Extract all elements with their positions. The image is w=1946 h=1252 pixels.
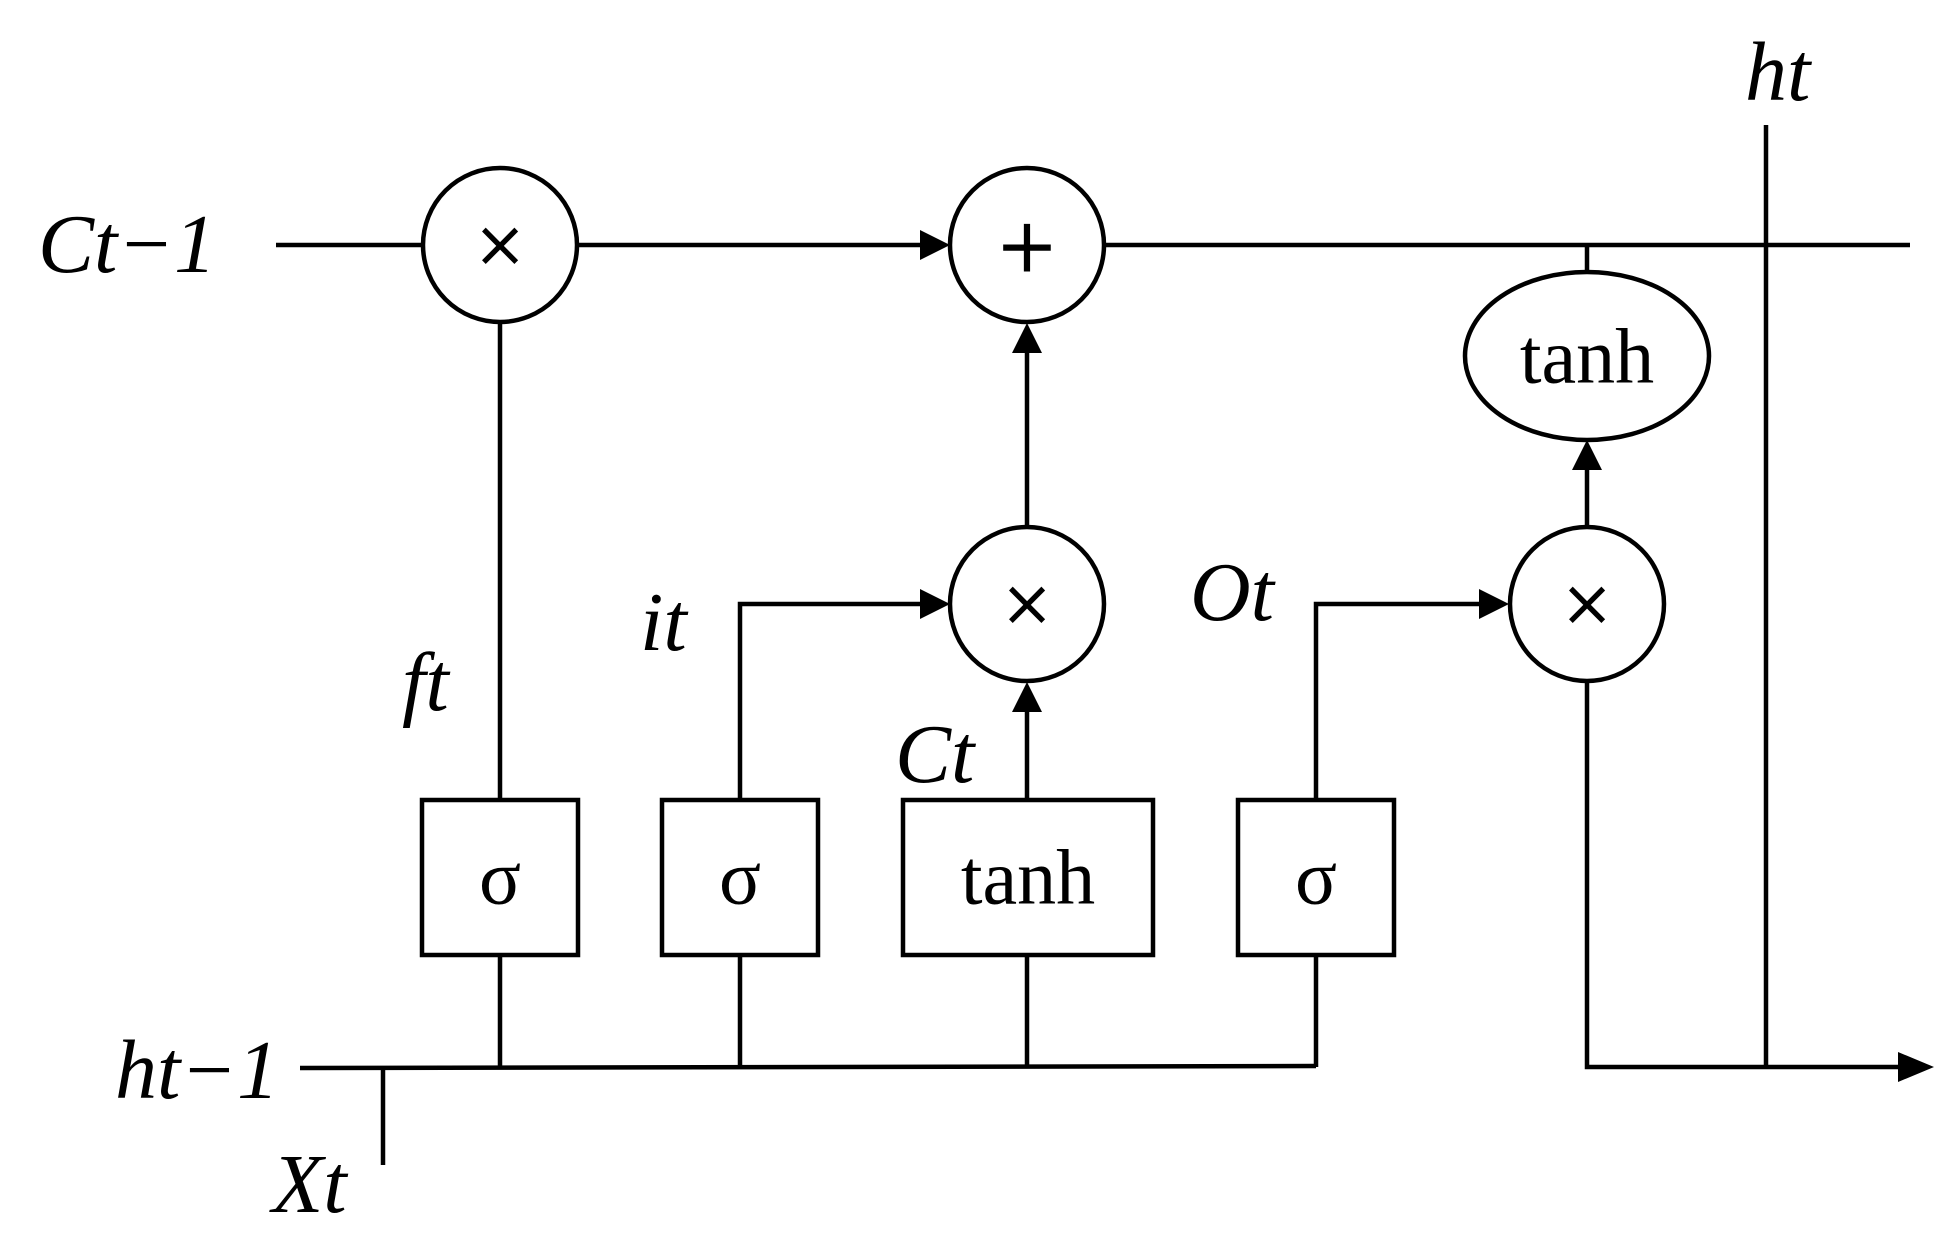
output-gate-line: [1313, 601, 1482, 800]
output-multiply-symbol: ×: [1560, 567, 1614, 641]
forget-multiply-node: ×: [420, 165, 580, 325]
hidden-prev-label: ht−1: [115, 1024, 279, 1117]
output-gate-label: Ot: [1190, 546, 1277, 639]
hidden-out-label: ht: [1745, 26, 1813, 119]
candidate-box: tanh: [900, 797, 1156, 958]
connection-lines: [276, 125, 1910, 1165]
cell-tanh-label: tanh: [1520, 313, 1654, 400]
arrow-hidden-out: [1898, 1052, 1934, 1082]
arrow-into-add: [920, 230, 950, 260]
cell-add-node: +: [947, 165, 1107, 325]
arrowheads: [920, 230, 1934, 1082]
cell-prev-label: Ct−1: [38, 198, 216, 291]
hidden-input-bus: [299, 1063, 1317, 1071]
forget-multiply-symbol: ×: [473, 208, 527, 282]
input-gate-line: [737, 601, 925, 800]
candidate-tanh-label: tanh: [961, 834, 1095, 921]
output-multiply-node: ×: [1507, 524, 1667, 684]
input-multiply-node: ×: [947, 524, 1107, 684]
input-sigma-label: σ: [719, 834, 761, 921]
input-gate-box: σ: [659, 797, 821, 958]
input-label: Xt: [269, 1138, 349, 1231]
input-multiply-symbol: ×: [1000, 567, 1054, 641]
forget-gate-box: σ: [419, 797, 581, 958]
output-gate-box: σ: [1235, 797, 1397, 958]
cell-add-symbol: +: [995, 201, 1059, 290]
arrow-up-into-add: [1012, 323, 1042, 353]
arrow-into-input-multiply: [920, 589, 950, 619]
arrow-up-into-tanh: [1572, 440, 1602, 470]
output-sigma-label: σ: [1295, 834, 1337, 921]
arrow-into-output-multiply: [1479, 589, 1509, 619]
forget-gate-label: ft: [402, 636, 451, 729]
forget-sigma-label: σ: [479, 834, 521, 921]
hidden-output-path: [1584, 682, 1900, 1070]
input-gate-label: it: [640, 576, 689, 669]
arrow-up-into-input-multiply: [1012, 682, 1042, 712]
candidate-label: Ct: [895, 708, 977, 801]
cell-tanh-node: tanh: [1462, 269, 1712, 443]
